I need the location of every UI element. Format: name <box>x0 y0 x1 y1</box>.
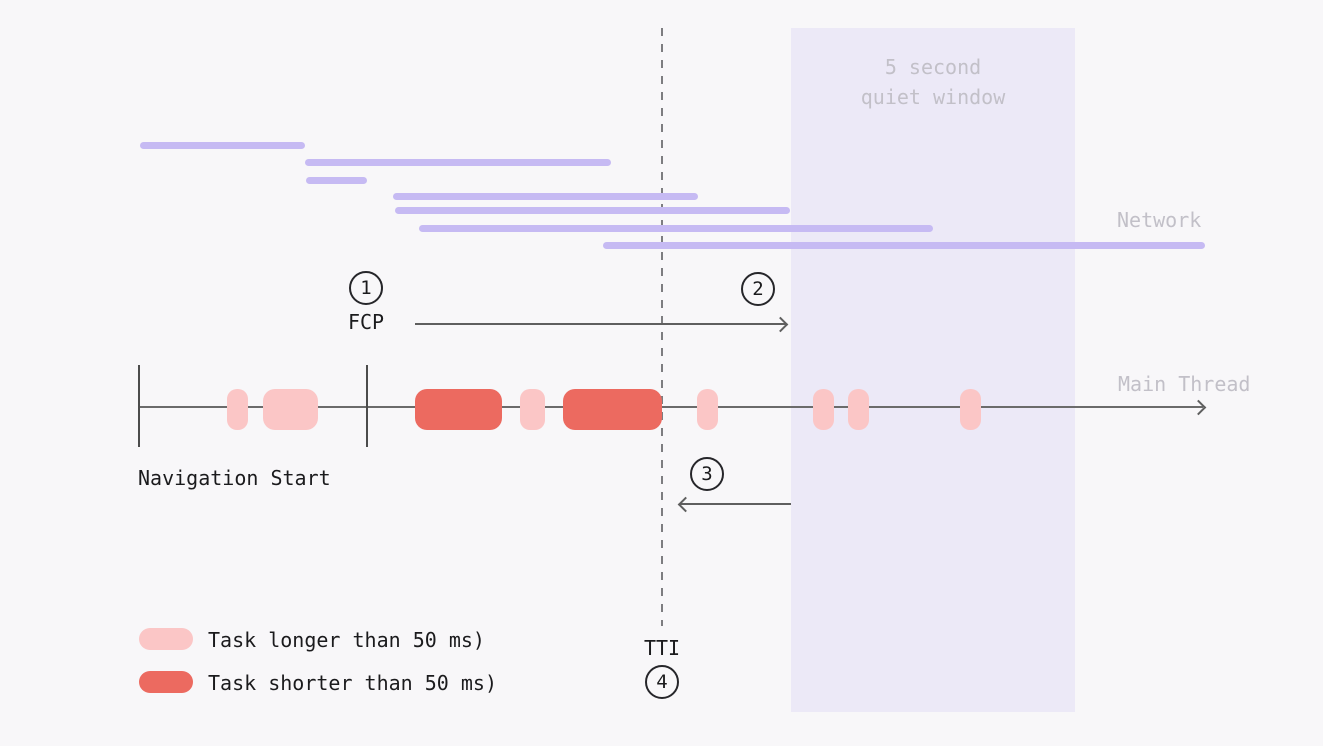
tti-label: TTI <box>643 636 681 660</box>
marker-1-number: 1 <box>360 277 372 299</box>
legend-swatch-pink <box>139 628 193 650</box>
tti-dashed-line <box>661 28 663 626</box>
network-request-bar <box>603 242 1205 249</box>
marker-circle-3: 3 <box>690 457 724 491</box>
quiet-window-label-line1: 5 second <box>884 55 982 79</box>
marker-circle-2: 2 <box>741 272 775 306</box>
legend-label-red: Task shorter than 50 ms) <box>208 671 497 695</box>
main-thread-task-pink <box>960 389 981 430</box>
main-thread-task-pink <box>520 389 545 430</box>
fcp-tick <box>366 365 368 447</box>
network-request-bar <box>393 193 698 200</box>
marker-3-number: 3 <box>701 463 713 485</box>
marker-circle-1: 1 <box>349 271 383 305</box>
marker-circle-4: 4 <box>645 665 679 699</box>
main-thread-task-pink <box>263 389 318 430</box>
network-request-bar <box>306 177 367 184</box>
main-thread-task-pink <box>813 389 834 430</box>
main-thread-task-pink <box>848 389 869 430</box>
main-thread-task-pink <box>227 389 248 430</box>
network-request-bar <box>419 225 933 232</box>
network-request-bar <box>140 142 305 149</box>
quiet-window-label-line2: quiet window <box>860 85 1006 109</box>
network-label: Network <box>1117 208 1202 232</box>
quiet-window-region <box>791 28 1075 712</box>
marker-4-number: 4 <box>656 671 668 693</box>
main-thread-arrowhead-icon <box>1190 399 1207 416</box>
main-thread-task-red <box>415 389 502 430</box>
legend-swatch-red <box>139 671 193 693</box>
main-thread-label: Main Thread <box>1118 372 1251 396</box>
network-request-bar <box>305 159 611 166</box>
marker-2-number: 2 <box>752 278 764 300</box>
legend-label-pink: Task longer than 50 ms) <box>208 628 485 652</box>
navigation-start-tick <box>138 365 140 447</box>
network-request-bar <box>395 207 790 214</box>
fcp-arrow-arrowhead-icon <box>772 316 789 333</box>
fcp-to-quiet-window-arrow <box>415 323 786 325</box>
navigation-start-label: Navigation Start <box>138 466 331 490</box>
fcp-label: FCP <box>347 310 385 334</box>
back-arrow-arrowhead-icon <box>677 496 694 513</box>
quiet-window-back-arrow <box>679 503 791 505</box>
main-thread-task-red <box>563 389 662 430</box>
main-thread-task-pink <box>697 389 718 430</box>
main-thread-timeline-line <box>139 406 1203 408</box>
quiet-window-label: 5 second quiet window <box>791 52 1075 112</box>
